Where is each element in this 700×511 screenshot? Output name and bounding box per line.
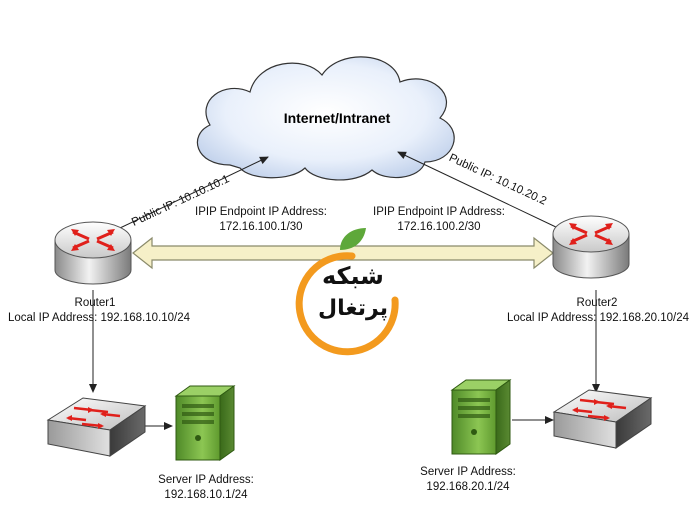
router2-local-ip: Local IP Address: 192.168.20.10/24 <box>507 312 690 324</box>
router2-endpoint-ip: 172.16.100.2/30 <box>397 221 481 233</box>
router1-name: Router1 <box>74 297 116 309</box>
router1-icon <box>54 221 132 285</box>
router2-icon <box>552 215 630 279</box>
router2-endpoint-title: IPIP Endpoint IP Address: <box>373 206 505 218</box>
router1-endpoint-title: IPIP Endpoint IP Address: <box>195 206 327 218</box>
cloud-label: Internet/Intranet <box>283 110 391 126</box>
router1-local-ip: Local IP Address: 192.168.10.10/24 <box>8 312 191 324</box>
logo-text-line1: شبکه <box>322 262 384 290</box>
watermark-logo <box>295 228 399 356</box>
server1-icon <box>174 385 236 461</box>
server2-icon <box>450 379 512 455</box>
uplink-router1 <box>119 156 269 229</box>
uplink-router2 <box>397 151 559 229</box>
server1-ip: 192.168.10.1/24 <box>164 489 248 501</box>
server2-title: Server IP Address: <box>420 466 516 478</box>
switch2-icon <box>552 389 653 449</box>
router2-name: Router2 <box>576 297 618 309</box>
router1-endpoint-ip: 172.16.100.1/30 <box>219 221 303 233</box>
server2-ip: 192.168.20.1/24 <box>426 481 510 493</box>
logo-text-line2: پرتغال <box>318 296 388 321</box>
server1-title: Server IP Address: <box>158 474 254 486</box>
cloud-icon <box>196 56 455 181</box>
switch1-icon <box>46 397 147 457</box>
